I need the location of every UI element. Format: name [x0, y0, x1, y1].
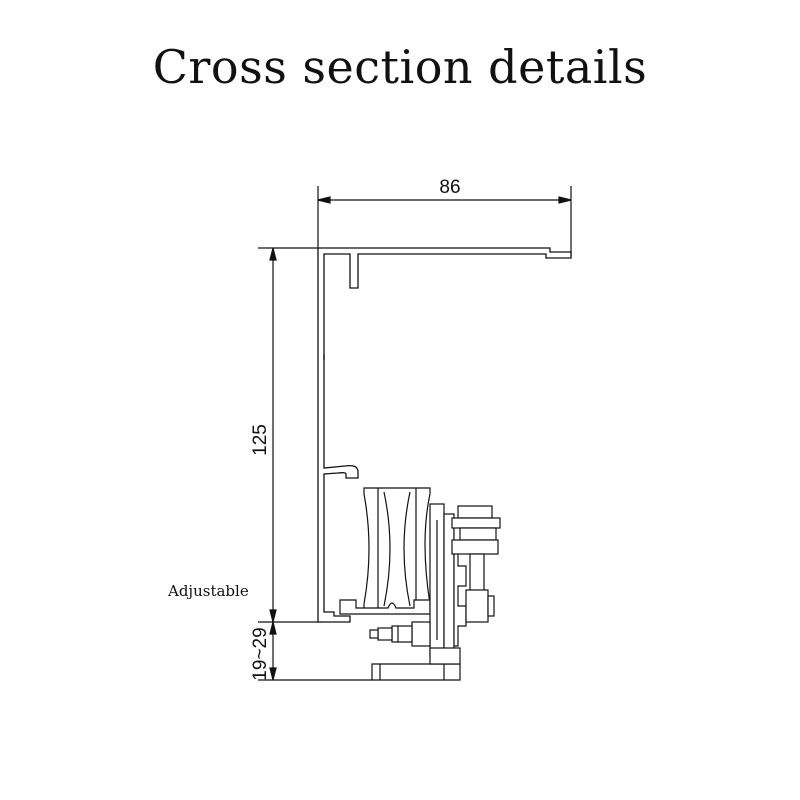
dim-width-arrow-right [558, 196, 572, 204]
roller-wheel [363, 487, 431, 611]
dim-height-text: 125 [250, 424, 271, 456]
dim-adj-arrow-bottom [269, 667, 277, 681]
base-plate [371, 663, 461, 681]
side-nut [465, 589, 489, 623]
dim-height-arrow-top [269, 247, 277, 261]
dim-width-arrow-left [317, 196, 331, 204]
base-plate-block [429, 647, 461, 665]
dim-height-arrow-bottom [269, 609, 277, 623]
bolt-head-top [457, 505, 493, 519]
bracket-plate-inner [443, 513, 455, 651]
bolt-shaft [469, 553, 485, 595]
aluminium-profile [317, 247, 572, 623]
dimension-adjustable [258, 621, 372, 681]
dim-width-text: 86 [439, 177, 460, 198]
bolt-washer-top [451, 517, 501, 529]
profile-bottom-rail [339, 599, 431, 615]
adjustable-label: Adjustable [168, 582, 249, 600]
dim-adj-arrow-top [269, 621, 277, 635]
dim-adjustable-text: 19~29 [250, 627, 271, 680]
roller-groove [383, 491, 391, 607]
lower-bolt-tip [377, 627, 393, 641]
roller-assembly [339, 487, 501, 681]
bolt-washer-2 [451, 539, 499, 555]
lower-bolt-collar [411, 621, 431, 647]
lower-bolt-body [391, 625, 413, 643]
roller-groove-2 [403, 491, 411, 607]
lower-bolt-end [369, 629, 379, 639]
profile-outline [317, 247, 572, 623]
page-title: Cross section details [152, 40, 648, 94]
dimension-width [317, 186, 572, 256]
side-nut-cap [487, 595, 495, 617]
dimension-height [258, 247, 322, 623]
bolt-nut-top [459, 527, 497, 541]
